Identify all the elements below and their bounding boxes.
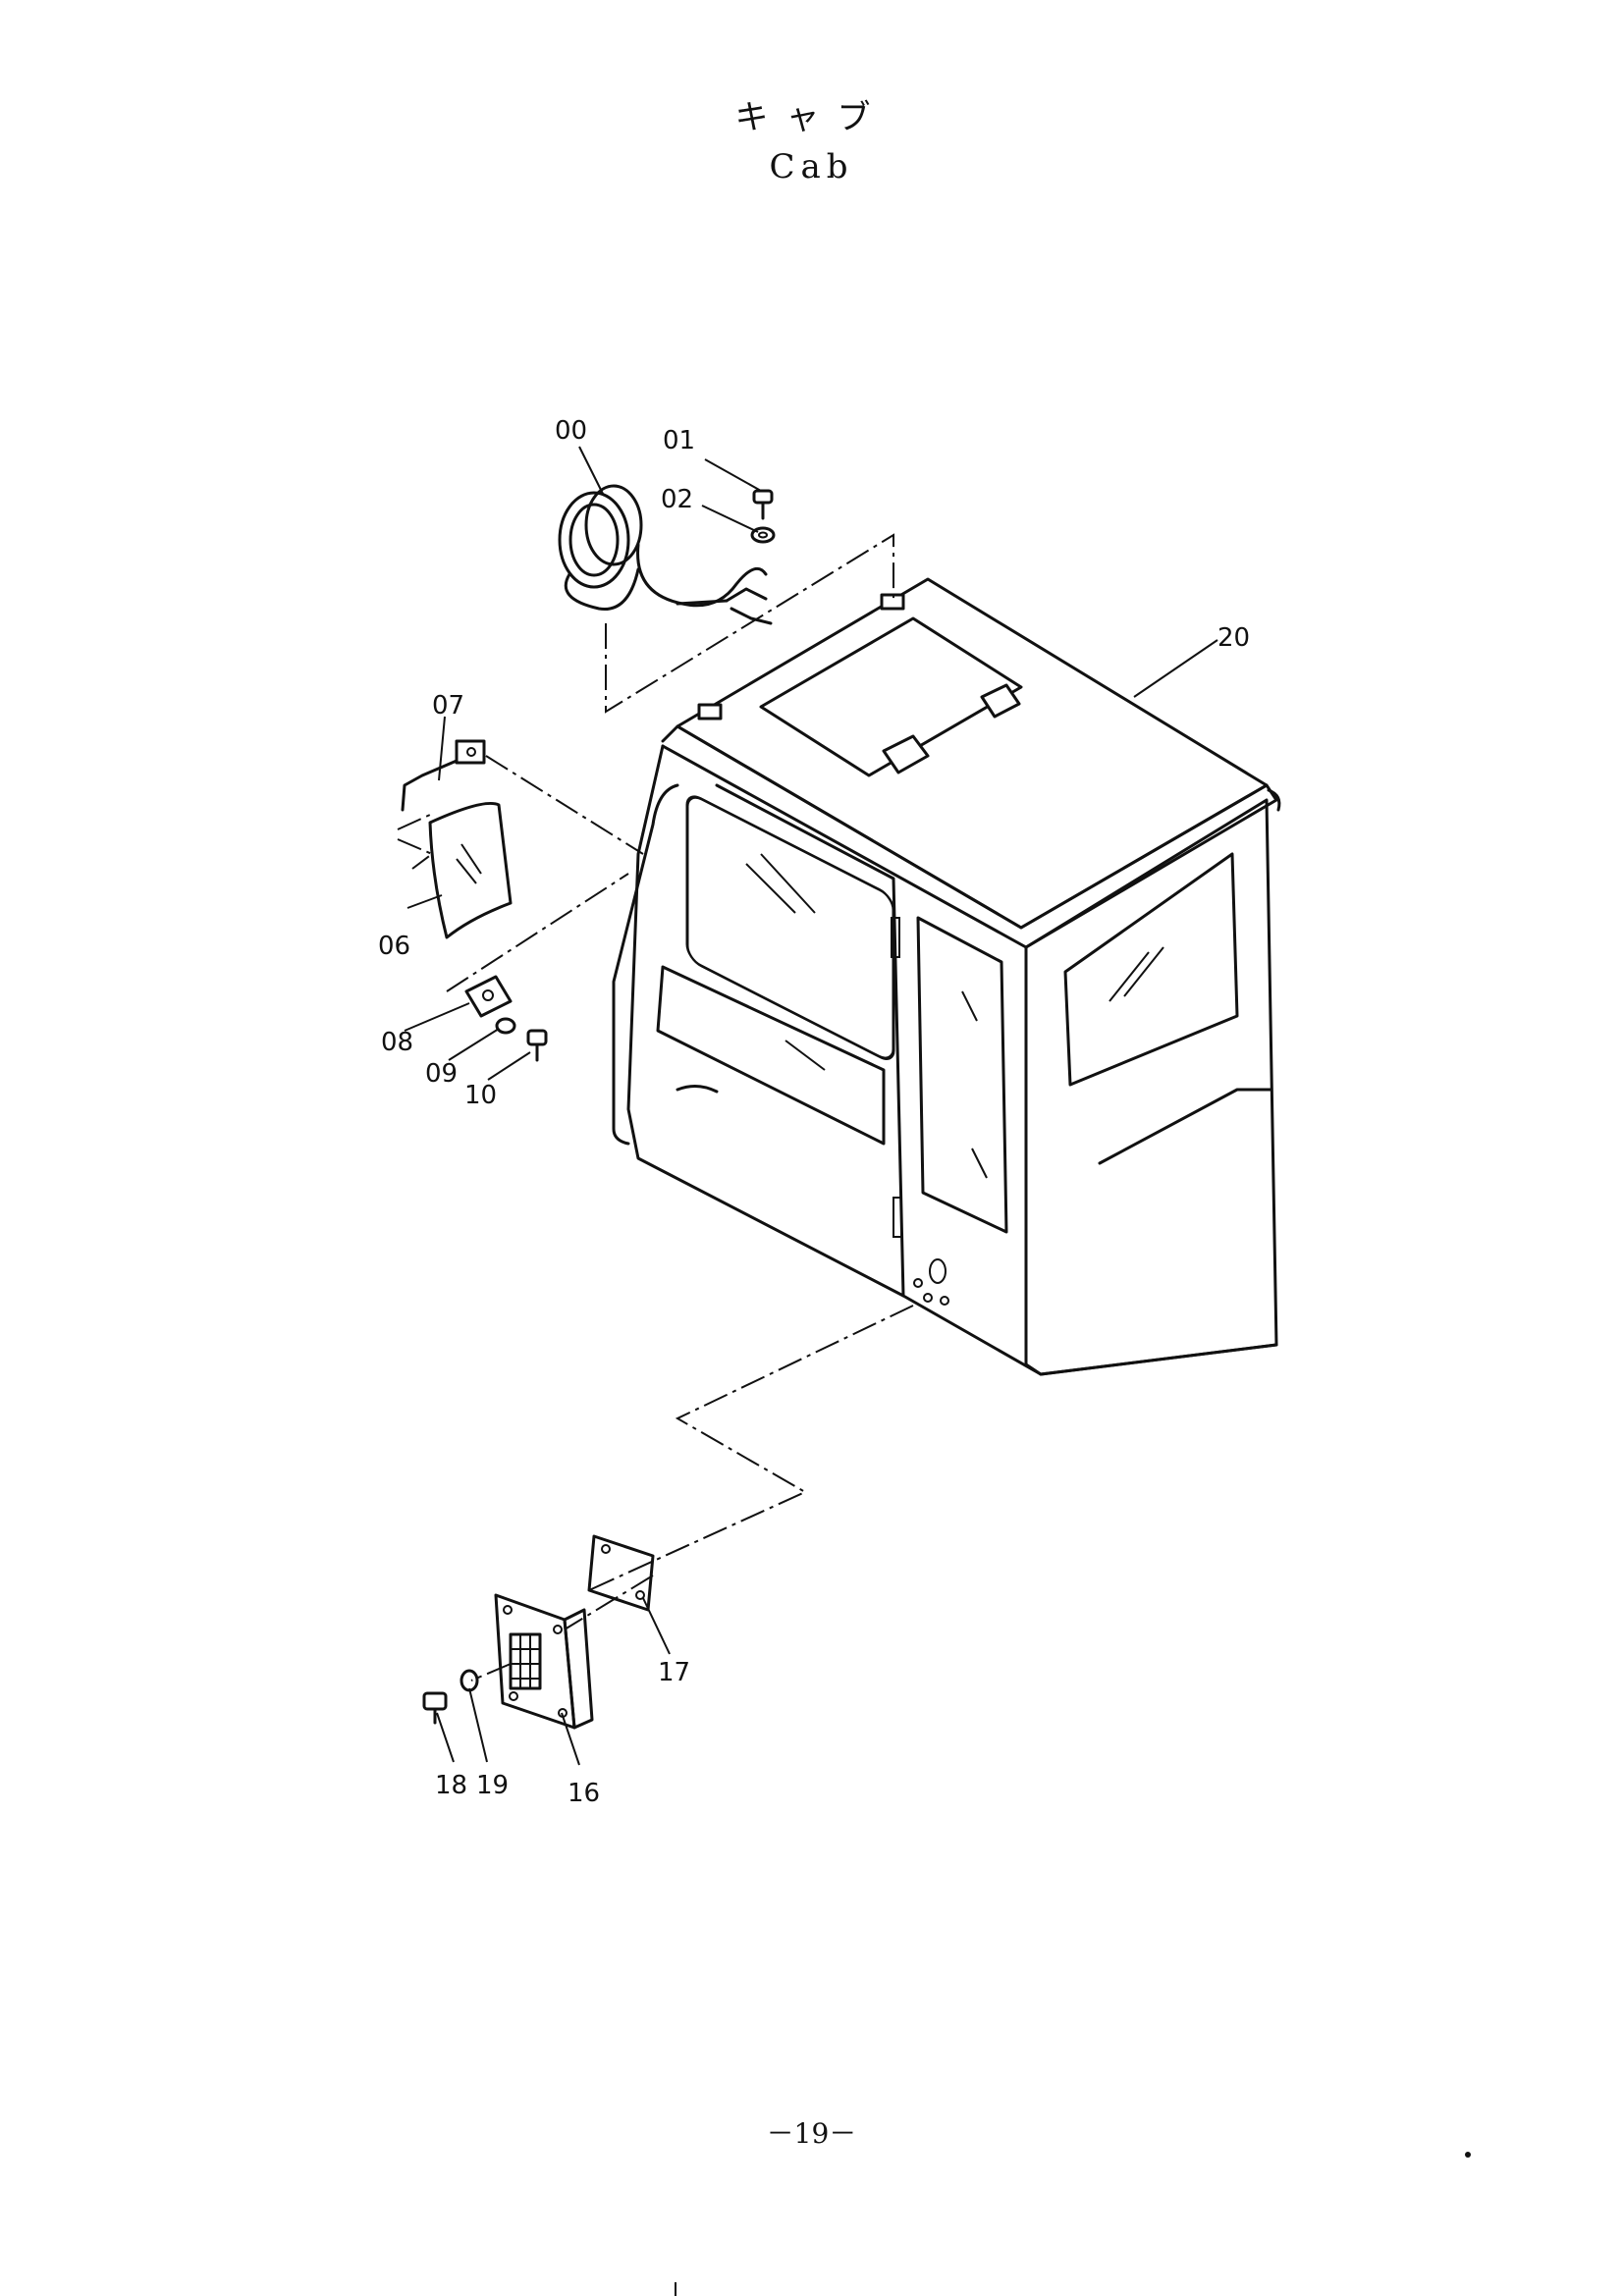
washer-02 (750, 526, 776, 544)
bracket-08 (464, 975, 513, 1018)
callout-19: 19 (476, 1771, 509, 1800)
callout-20: 20 (1217, 623, 1250, 653)
callout-17: 17 (658, 1658, 690, 1687)
bolt-10 (526, 1029, 548, 1062)
bolt-18 (422, 1691, 448, 1725)
page-title-english: Cab (769, 147, 854, 187)
callout-07: 07 (432, 691, 464, 721)
callout-18: 18 (435, 1771, 467, 1800)
callout-10: 10 (464, 1081, 497, 1110)
scan-dot (1465, 2152, 1471, 2158)
leader-lines (404, 446, 1218, 1766)
callout-16: 16 (568, 1779, 600, 1808)
washer-19 (460, 1669, 479, 1692)
callout-02: 02 (661, 485, 693, 514)
bolt-01 (752, 489, 774, 520)
assembly-lines (397, 533, 914, 1682)
mirror-stay (401, 739, 486, 812)
callout-08: 08 (381, 1028, 413, 1057)
callout-00: 00 (555, 416, 587, 446)
callout-01: 01 (663, 426, 695, 455)
page-title-japanese: キャブ (734, 98, 889, 137)
vent-cover-16 (494, 1593, 594, 1730)
callout-06: 06 (378, 932, 410, 961)
washer-09 (495, 1017, 516, 1035)
page-number: －19－ (766, 2117, 857, 2150)
cab-body (612, 577, 1281, 1376)
work-light (558, 484, 773, 625)
callout-labels: 00 01 02 20 07 06 08 09 10 17 18 19 16 (378, 416, 1250, 1808)
callout-09: 09 (425, 1059, 458, 1089)
mirror (428, 801, 513, 939)
